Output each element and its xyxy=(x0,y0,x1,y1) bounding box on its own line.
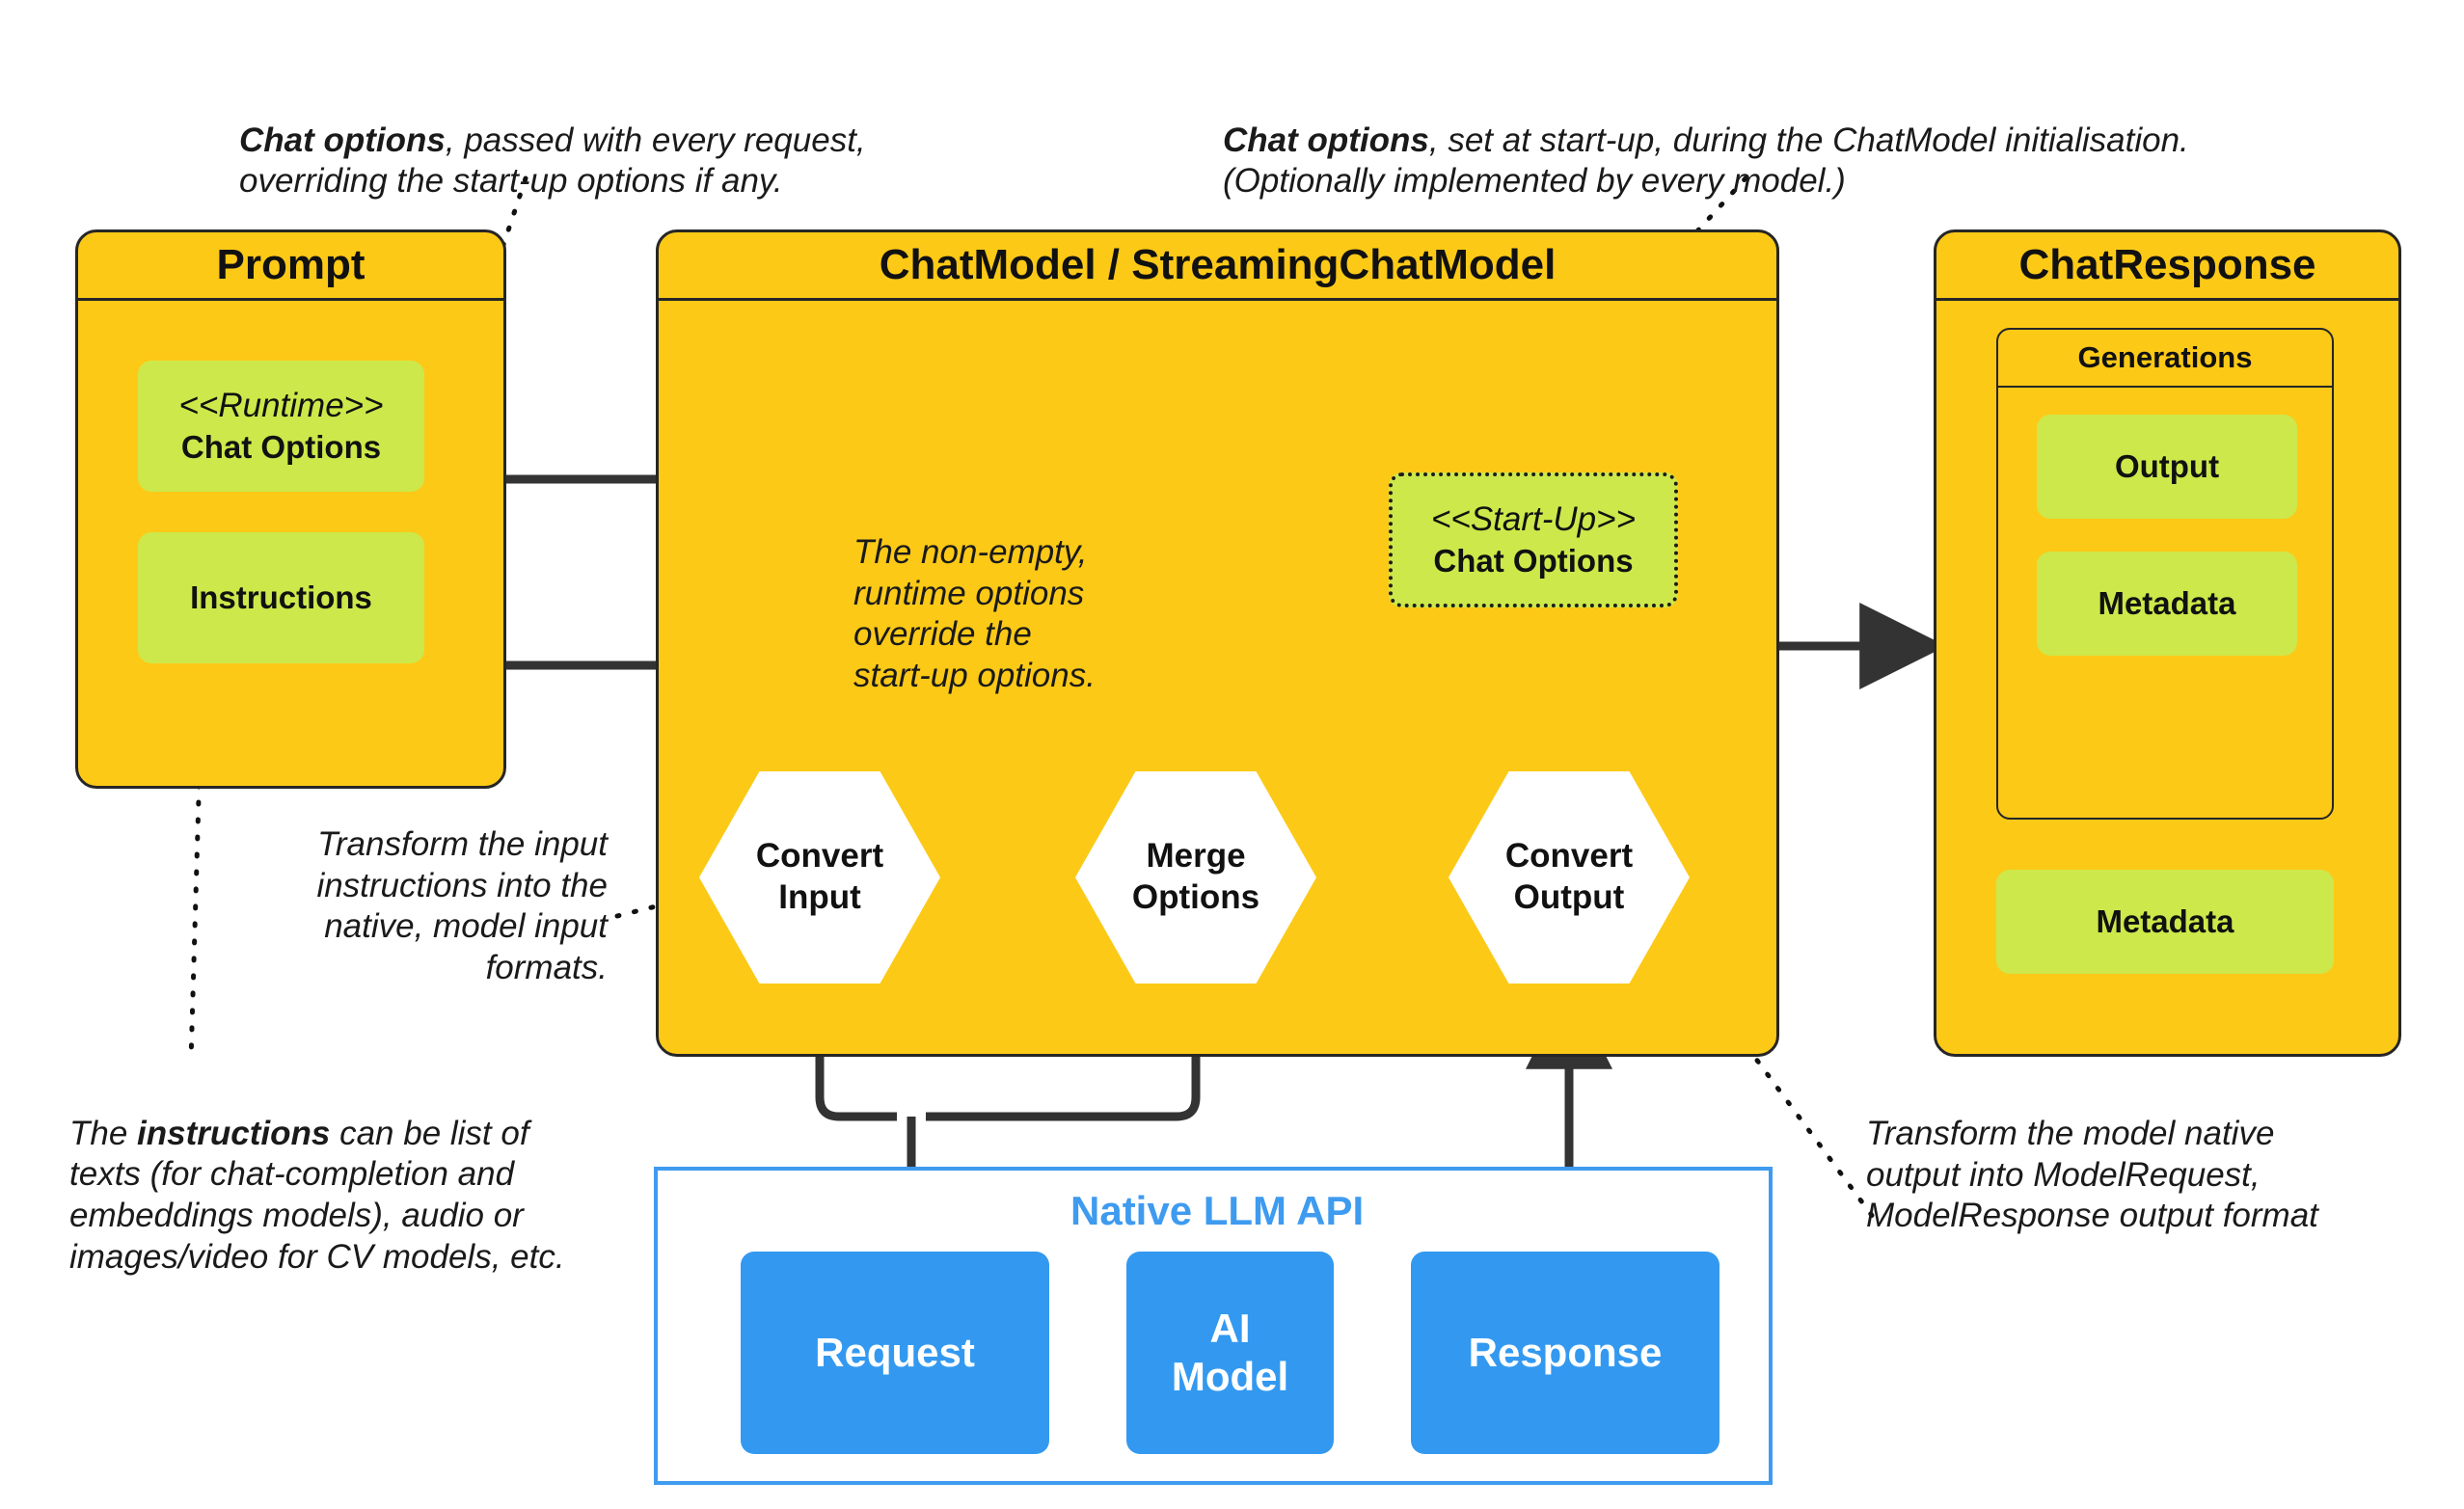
annotation-startup-rest: , set at start-up, during the ChatModel … xyxy=(1223,121,2189,201)
hexagon-convert-input[interactable]: Convert Input xyxy=(699,771,940,984)
prompt-instructions[interactable]: Instructions xyxy=(138,532,424,663)
output-label: Output xyxy=(2114,447,2220,484)
response-metadata[interactable]: Metadata xyxy=(1996,870,2334,974)
chatmodel-header: ChatModel / StreamingChatModel xyxy=(659,232,1776,301)
chatmodel-startup-chat-options[interactable]: <<Start-Up>> Chat Options xyxy=(1389,472,1678,607)
generation-metadata[interactable]: Metadata xyxy=(2037,552,2297,656)
chatresponse-class-box: ChatResponse Generations Output Metadata… xyxy=(1934,229,2401,1057)
startup-stereotype-label: <<Start-Up>> xyxy=(1430,499,1637,538)
generations-box: Generations Output Metadata xyxy=(1996,328,2334,820)
annotation-instructions-bold: instructions xyxy=(137,1114,331,1152)
startup-chat-options-label: Chat Options xyxy=(1433,543,1634,579)
request-label: Request xyxy=(815,1329,975,1375)
chatmodel-title: ChatModel / StreamingChatModel xyxy=(879,241,1557,288)
annotation-startup-bold: Chat options xyxy=(1223,121,1429,159)
chatmodel-body: <<Start-Up>> Chat Options xyxy=(659,301,1776,1060)
generation-metadata-label: Metadata xyxy=(2098,584,2236,621)
annotation-runtime-chat-options: Chat options, passed with every request,… xyxy=(239,79,934,202)
generation-output[interactable]: Output xyxy=(2037,415,2297,519)
generations-header: Generations xyxy=(1998,330,2332,388)
instructions-label: Instructions xyxy=(190,579,372,615)
annotation-instructions-pre: The xyxy=(69,1114,138,1152)
convert-input-label: Convert Input xyxy=(755,837,884,916)
chatresponse-body: Generations Output Metadata Metadata xyxy=(1936,301,2398,1060)
response-metadata-label: Metadata xyxy=(2096,903,2234,939)
annotation-convert-input: Transform the input instructions into th… xyxy=(316,825,608,987)
ai-model-label: AI Model xyxy=(1171,1305,1289,1399)
generations-body: Output Metadata xyxy=(1998,388,2332,820)
prompt-body: <<Runtime>> Chat Options Instructions xyxy=(78,301,503,792)
native-ai-model-box[interactable]: AI Model xyxy=(1126,1252,1334,1454)
native-request-box[interactable]: Request xyxy=(741,1252,1049,1454)
chatresponse-header: ChatResponse xyxy=(1936,232,2398,301)
annotation-merge-options: The non-empty, runtime options override … xyxy=(853,533,1096,695)
runtime-chat-options-label: Chat Options xyxy=(180,429,382,466)
native-response-box[interactable]: Response xyxy=(1411,1252,1719,1454)
chatresponse-title: ChatResponse xyxy=(2018,241,2316,288)
convert-output-label: Convert Output xyxy=(1504,837,1634,916)
prompt-runtime-chat-options[interactable]: <<Runtime>> Chat Options xyxy=(138,361,424,492)
generations-title: Generations xyxy=(2077,340,2253,374)
annotation-instructions-rest: can be list of texts (for chat-completio… xyxy=(69,1114,565,1276)
prompt-header: Prompt xyxy=(78,232,503,301)
annotation-instructions: The instructions can be list of texts (f… xyxy=(69,1072,609,1278)
annotation-convert-output: Transform the model native output into M… xyxy=(1866,1115,2318,1235)
annotation-runtime-bold: Chat options xyxy=(239,121,446,159)
prompt-class-box: Prompt <<Runtime>> Chat Options Instruct… xyxy=(75,229,506,789)
runtime-stereotype-label: <<Runtime>> xyxy=(178,386,384,424)
native-llm-api-title: Native LLM API xyxy=(1070,1188,1365,1233)
prompt-title: Prompt xyxy=(216,241,366,288)
annotation-runtime-rest: , passed with every request, overriding … xyxy=(239,121,866,201)
merge-options-label: Merge Options xyxy=(1131,837,1260,916)
annotation-startup-chat-options: Chat options, set at start-up, during th… xyxy=(1223,79,2303,202)
response-label: Response xyxy=(1468,1329,1663,1375)
